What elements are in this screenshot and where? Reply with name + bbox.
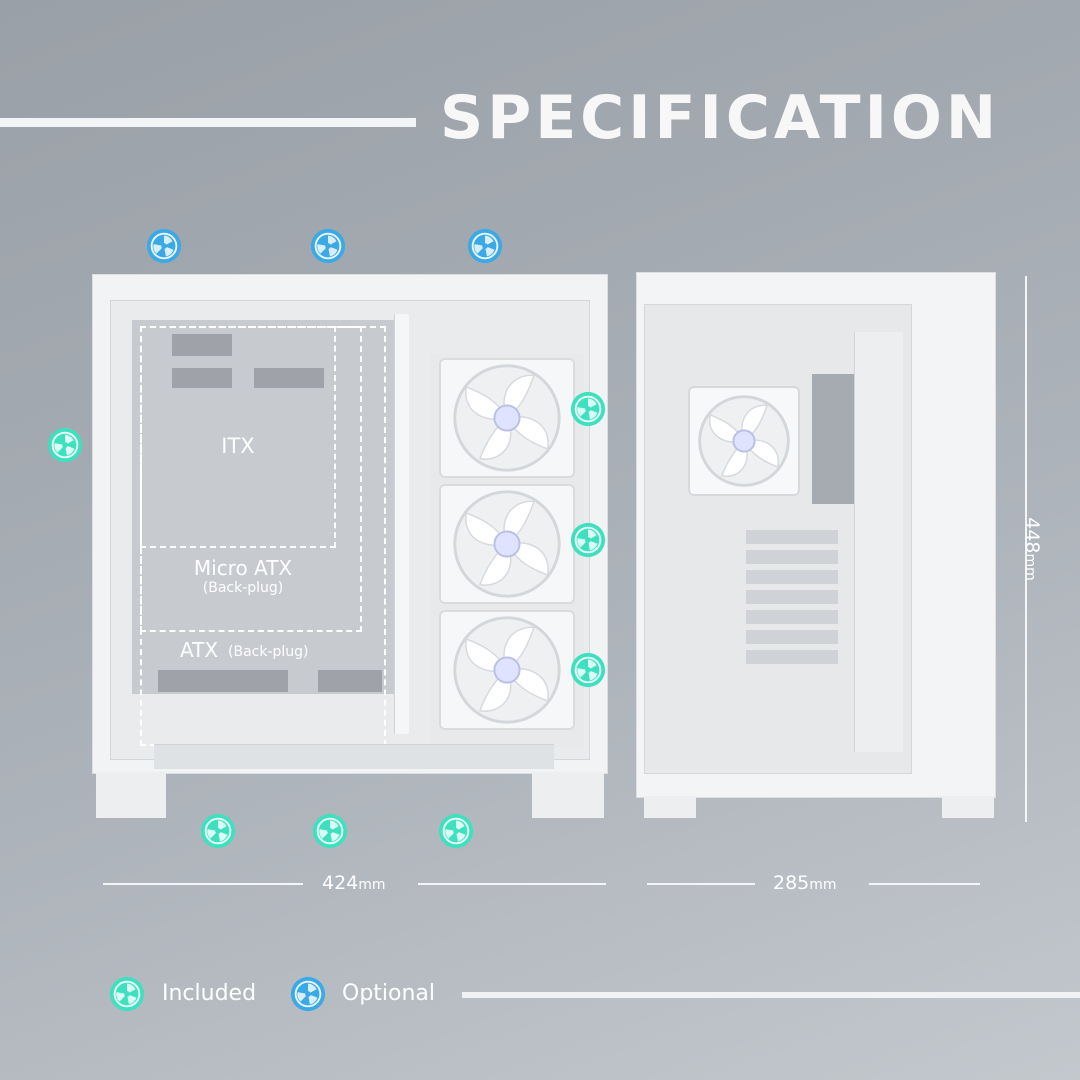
tray-cutout: [172, 368, 232, 388]
width-dim-line: [103, 883, 303, 885]
depth-dim-line: [869, 883, 980, 885]
bottom-fan-row: [154, 744, 554, 769]
micro-atx-note: (Back-plug): [202, 580, 284, 596]
depth-dimension: 285mm: [773, 872, 837, 894]
rear-fan-icon: [688, 386, 800, 496]
tray-cutout: [318, 670, 382, 692]
tray-cutout: [158, 670, 288, 692]
tray-cutout: [172, 334, 232, 356]
expansion-slot: [746, 650, 838, 664]
cable-bracket: [394, 314, 409, 734]
included-fan-icon: [311, 812, 349, 850]
height-value: 448: [1020, 517, 1043, 554]
case-fan-icon: [439, 358, 575, 478]
width-unit: mm: [358, 877, 386, 893]
depth-unit: mm: [809, 877, 837, 893]
legend-included-label: Included: [162, 981, 257, 1006]
title-rule: [0, 118, 416, 127]
optional-fan-icon: [466, 227, 504, 265]
included-fan-icon: [199, 812, 237, 850]
width-dimension: 424mm: [322, 872, 386, 894]
legend-optional-fan-icon: [289, 975, 327, 1013]
case-fan-icon: [439, 484, 575, 604]
case-foot: [942, 796, 994, 818]
micro-atx-label: Micro ATX: [193, 556, 293, 580]
case-foot: [532, 772, 604, 818]
legend-included-fan-icon: [108, 975, 146, 1013]
depth-dim-line: [647, 883, 755, 885]
expansion-slot: [746, 630, 838, 644]
legend-rule: [462, 992, 1080, 998]
height-dim-line: [1025, 276, 1027, 822]
itx-label: ITX: [221, 434, 255, 458]
included-fan-icon: [569, 521, 607, 559]
height-dimension: 448mm: [1021, 517, 1043, 581]
expansion-slot: [746, 530, 838, 544]
included-fan-icon: [437, 812, 475, 850]
itx-region: [140, 326, 336, 548]
expansion-slot: [746, 590, 838, 604]
side-fan-column: [430, 354, 584, 748]
front-panel-edge: [854, 332, 903, 752]
expansion-slot: [746, 570, 838, 584]
page-title: SPECIFICATION: [440, 83, 1001, 153]
width-value: 424: [322, 872, 359, 894]
included-fan-icon: [569, 651, 607, 689]
depth-value: 285: [773, 872, 810, 894]
tray-cutout: [254, 368, 324, 388]
expansion-slots: [746, 530, 838, 690]
included-fan-icon: [569, 390, 607, 428]
atx-note: (Back-plug): [228, 644, 309, 660]
case-foot: [96, 772, 166, 818]
case-foot: [644, 796, 696, 818]
expansion-slot: [746, 610, 838, 624]
legend-optional-label: Optional: [342, 981, 436, 1006]
optional-fan-icon: [309, 227, 347, 265]
included-fan-icon: [46, 426, 84, 464]
expansion-slot: [746, 550, 838, 564]
case-side-view: [636, 272, 996, 818]
width-dim-line: [418, 883, 606, 885]
atx-label: ATX: [180, 638, 219, 662]
optional-fan-icon: [145, 227, 183, 265]
height-unit: mm: [1021, 553, 1038, 581]
case-fan-icon: [439, 610, 575, 730]
case-front-view: ITX Micro ATX (Back-plug) ATX (Back-plug…: [92, 274, 608, 818]
